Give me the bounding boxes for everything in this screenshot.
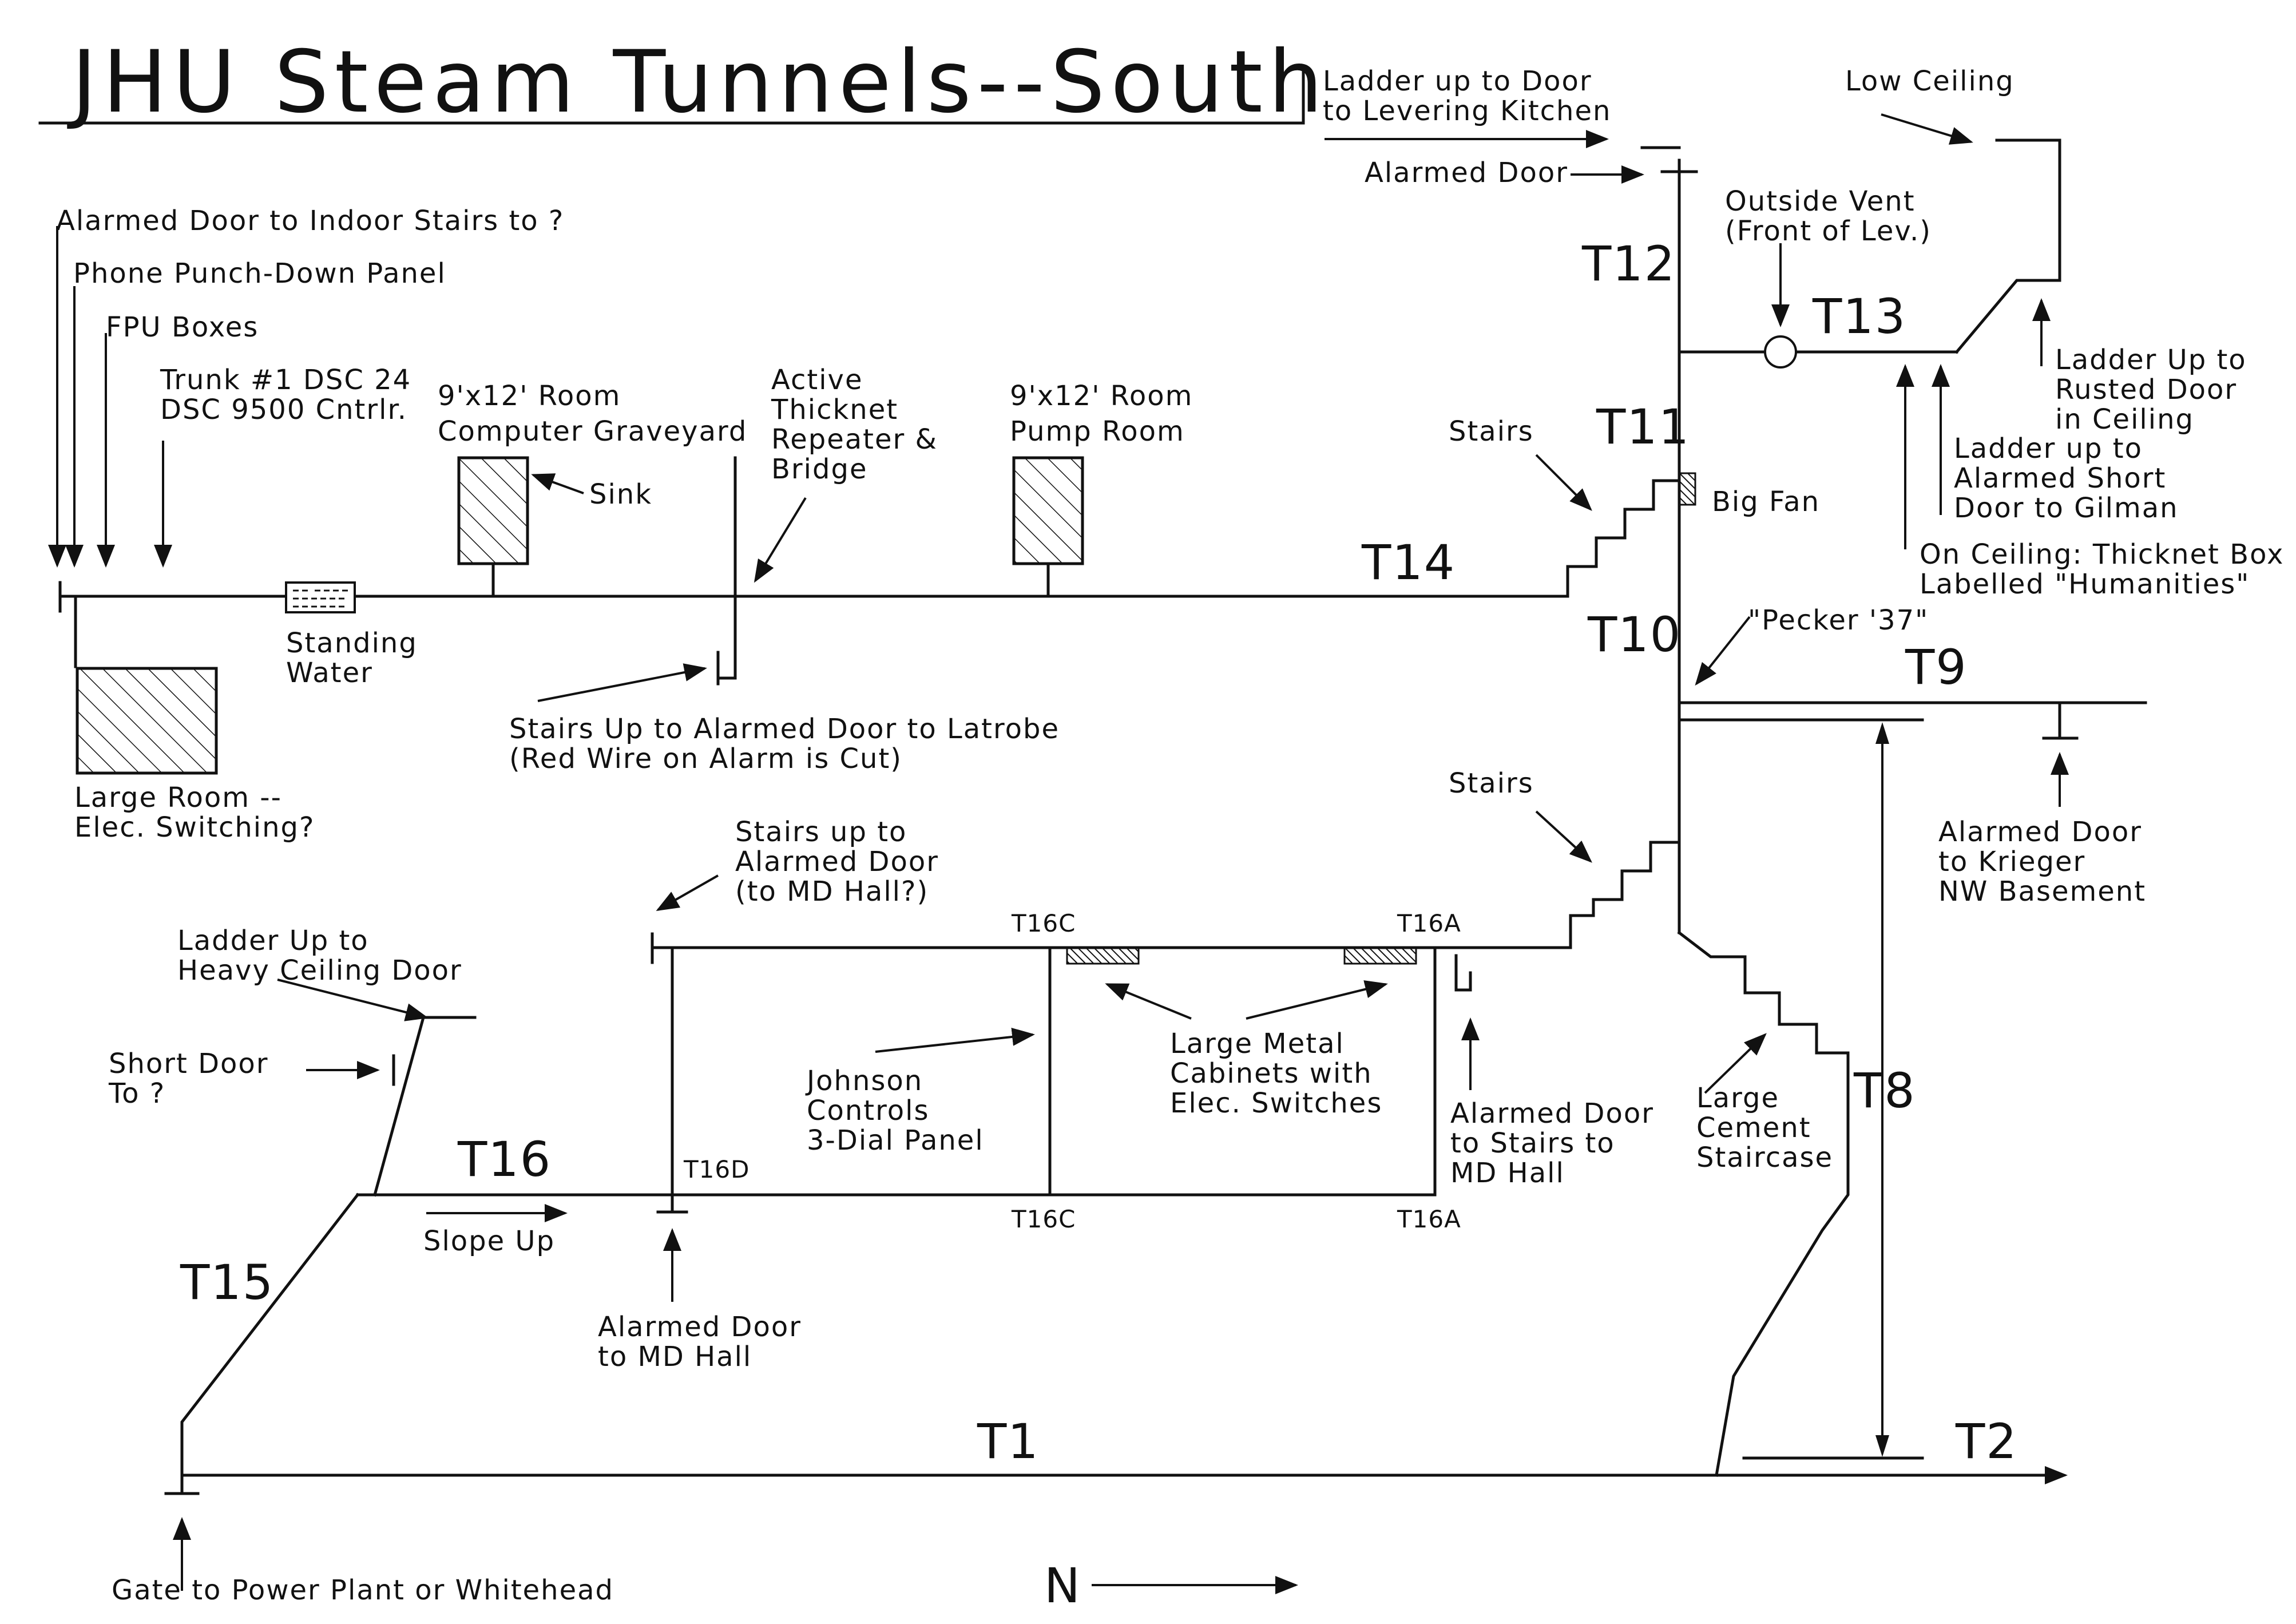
label-latrobe-stairs: Stairs Up to Alarmed Door to Latrobe (Re… — [509, 713, 1069, 775]
metal-cabinet-left — [1066, 946, 1140, 965]
segment-t8: T8 — [1853, 1063, 1916, 1119]
large-room-box — [76, 667, 218, 775]
label-heavy-ceiling: Ladder Up to Heavy Ceiling Door — [177, 925, 462, 987]
label-repeater: Active Thicknet Repeater & Bridge — [771, 364, 947, 485]
segment-t12: T12 — [1581, 236, 1676, 292]
big-fan-box — [1678, 472, 1696, 506]
annotation-arrows — [48, 113, 2069, 1594]
label-thicknet-box: On Ceiling: Thicknet Box Labelled "Human… — [1920, 538, 2294, 600]
label-md-hall-door: Alarmed Door to MD Hall — [598, 1311, 811, 1373]
outside-vent-circle — [1764, 335, 1797, 369]
label-t16c-bottom: T16C — [1011, 1205, 1076, 1233]
label-t16d: T16D — [683, 1155, 750, 1183]
segment-t16: T16 — [457, 1131, 552, 1187]
label-sink: Sink — [589, 478, 652, 510]
pump-room-box — [1012, 456, 1084, 565]
label-ladder-rusted: Ladder Up to Rusted Door in Ceiling — [2055, 344, 2257, 435]
label-outside-vent: Outside Vent (Front of Lev.) — [1725, 185, 1932, 247]
label-slope-up: Slope Up — [423, 1225, 555, 1257]
label-alarmed-door-top: Alarmed Door — [1365, 157, 1568, 189]
segment-t15: T15 — [180, 1254, 274, 1310]
metal-cabinet-right — [1343, 946, 1417, 965]
label-krieger: Alarmed Door to Krieger NW Basement — [1938, 816, 2152, 908]
label-johnson-controls: Johnson Controls 3-Dial Panel — [805, 1065, 984, 1156]
computer-graveyard-box — [457, 456, 529, 565]
label-t16a-top: T16A — [1397, 909, 1461, 937]
segment-t1: T1 — [977, 1413, 1040, 1469]
segment-t13: T13 — [1812, 288, 1906, 344]
label-pump-room: 9'x12' Room Pump Room — [1010, 380, 1203, 447]
label-md-hall-top: Stairs up to Alarmed Door (to MD Hall?) — [735, 816, 949, 908]
label-computer-graveyard: 9'x12' Room Computer Graveyard — [438, 380, 747, 447]
label-phone-panel: Phone Punch-Down Panel — [73, 258, 446, 290]
label-gate: Gate to Power Plant or Whitehead — [112, 1574, 614, 1606]
label-trunk: Trunk #1 DSC 24 DSC 9500 Cntrlr. — [160, 364, 421, 426]
label-metal-cabinets: Large Metal Cabinets with Elec. Switches — [1170, 1028, 1382, 1119]
page-title: JHU Steam Tunnels--South — [67, 33, 1329, 132]
label-alarmed-indoor-stairs: Alarmed Door to Indoor Stairs to ? — [56, 205, 564, 237]
label-fpu-boxes: FPU Boxes — [106, 311, 259, 343]
segment-t10: T10 — [1587, 607, 1682, 663]
label-t16a-bottom: T16A — [1397, 1205, 1461, 1233]
label-ladder-levering: Ladder up to Door to Levering Kitchen — [1323, 65, 1611, 127]
segment-t14: T14 — [1361, 534, 1456, 591]
label-stairs-lower: Stairs — [1449, 767, 1534, 799]
label-t16c-top: T16C — [1011, 909, 1076, 937]
label-stairs-md-hall: Alarmed Door to Stairs to MD Hall — [1450, 1098, 1664, 1189]
segment-t9: T9 — [1905, 639, 1968, 695]
north-indicator: N — [1044, 1558, 1081, 1614]
segment-t2: T2 — [1955, 1413, 2018, 1469]
label-standing-water: Standing Water — [286, 627, 427, 689]
label-stairs-upper: Stairs — [1449, 415, 1534, 447]
segment-t11: T11 — [1596, 399, 1690, 455]
label-big-fan: Big Fan — [1712, 486, 1820, 518]
label-ladder-gilman: Ladder up to Alarmed Short Door to Gilma… — [1954, 433, 2179, 524]
label-short-door: Short Door To ? — [108, 1048, 279, 1110]
label-pecker: "Pecker '37" — [1748, 604, 1929, 636]
label-cement-staircase: Large Cement Staircase — [1696, 1082, 1833, 1174]
standing-water-marker — [285, 581, 356, 613]
label-large-room: Large Room -- Elec. Switching? — [74, 782, 315, 843]
label-low-ceiling: Low Ceiling — [1845, 65, 2015, 97]
